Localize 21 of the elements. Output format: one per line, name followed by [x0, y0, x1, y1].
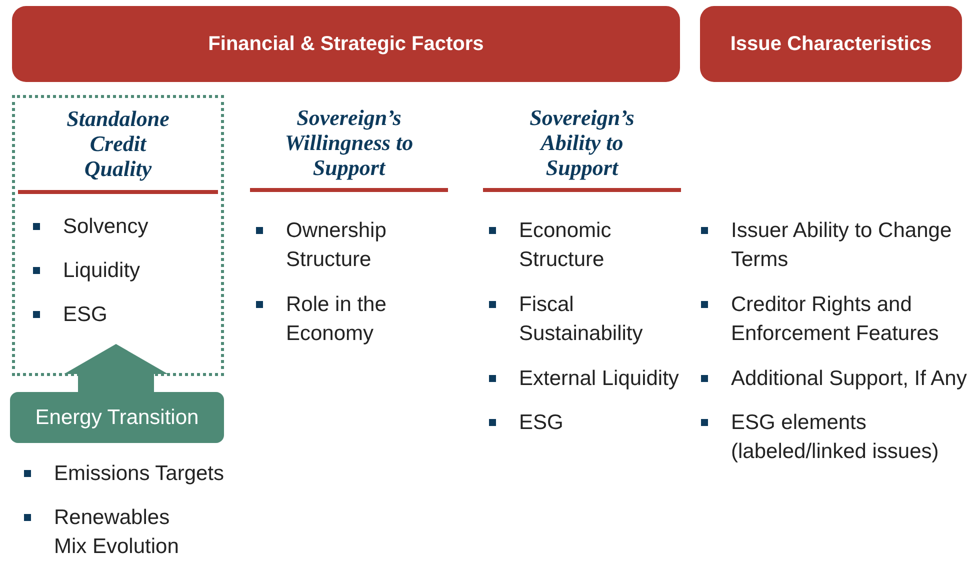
- column-heading: Sovereign’s Ability to Support: [528, 105, 636, 180]
- bullet-item: Issuer Ability to Change Terms: [695, 216, 965, 274]
- bullet-item: Economic Structure: [483, 216, 683, 274]
- header-bar: Financial & Strategic Factors: [12, 6, 680, 82]
- bullet-item: Renewables Mix Evolution: [18, 503, 208, 561]
- header-bar: Issue Characteristics: [700, 6, 962, 82]
- block-arrow: [64, 344, 168, 392]
- bullet-item: ESG: [483, 408, 683, 437]
- bullet-item: Emissions Targets: [18, 459, 238, 488]
- bullet-item: ESG: [27, 300, 217, 329]
- label-box: Energy Transition: [10, 392, 224, 443]
- dotted-frame: [12, 95, 224, 376]
- column-heading: Sovereign’s Willingness to Support: [284, 105, 414, 180]
- bullet-item: Creditor Rights and Enforcement Features: [695, 290, 965, 348]
- column-heading: Standalone Credit Quality: [66, 106, 170, 181]
- bullet-item: Fiscal Sustainability: [483, 290, 683, 348]
- bullet-item: Solvency: [27, 212, 217, 241]
- bullet-item: Ownership Structure: [250, 216, 450, 274]
- bullet-item: Role in the Economy: [250, 290, 450, 348]
- bullet-item: Liquidity: [27, 256, 217, 285]
- bullet-item: ESG elements (labeled/linked issues): [695, 408, 955, 466]
